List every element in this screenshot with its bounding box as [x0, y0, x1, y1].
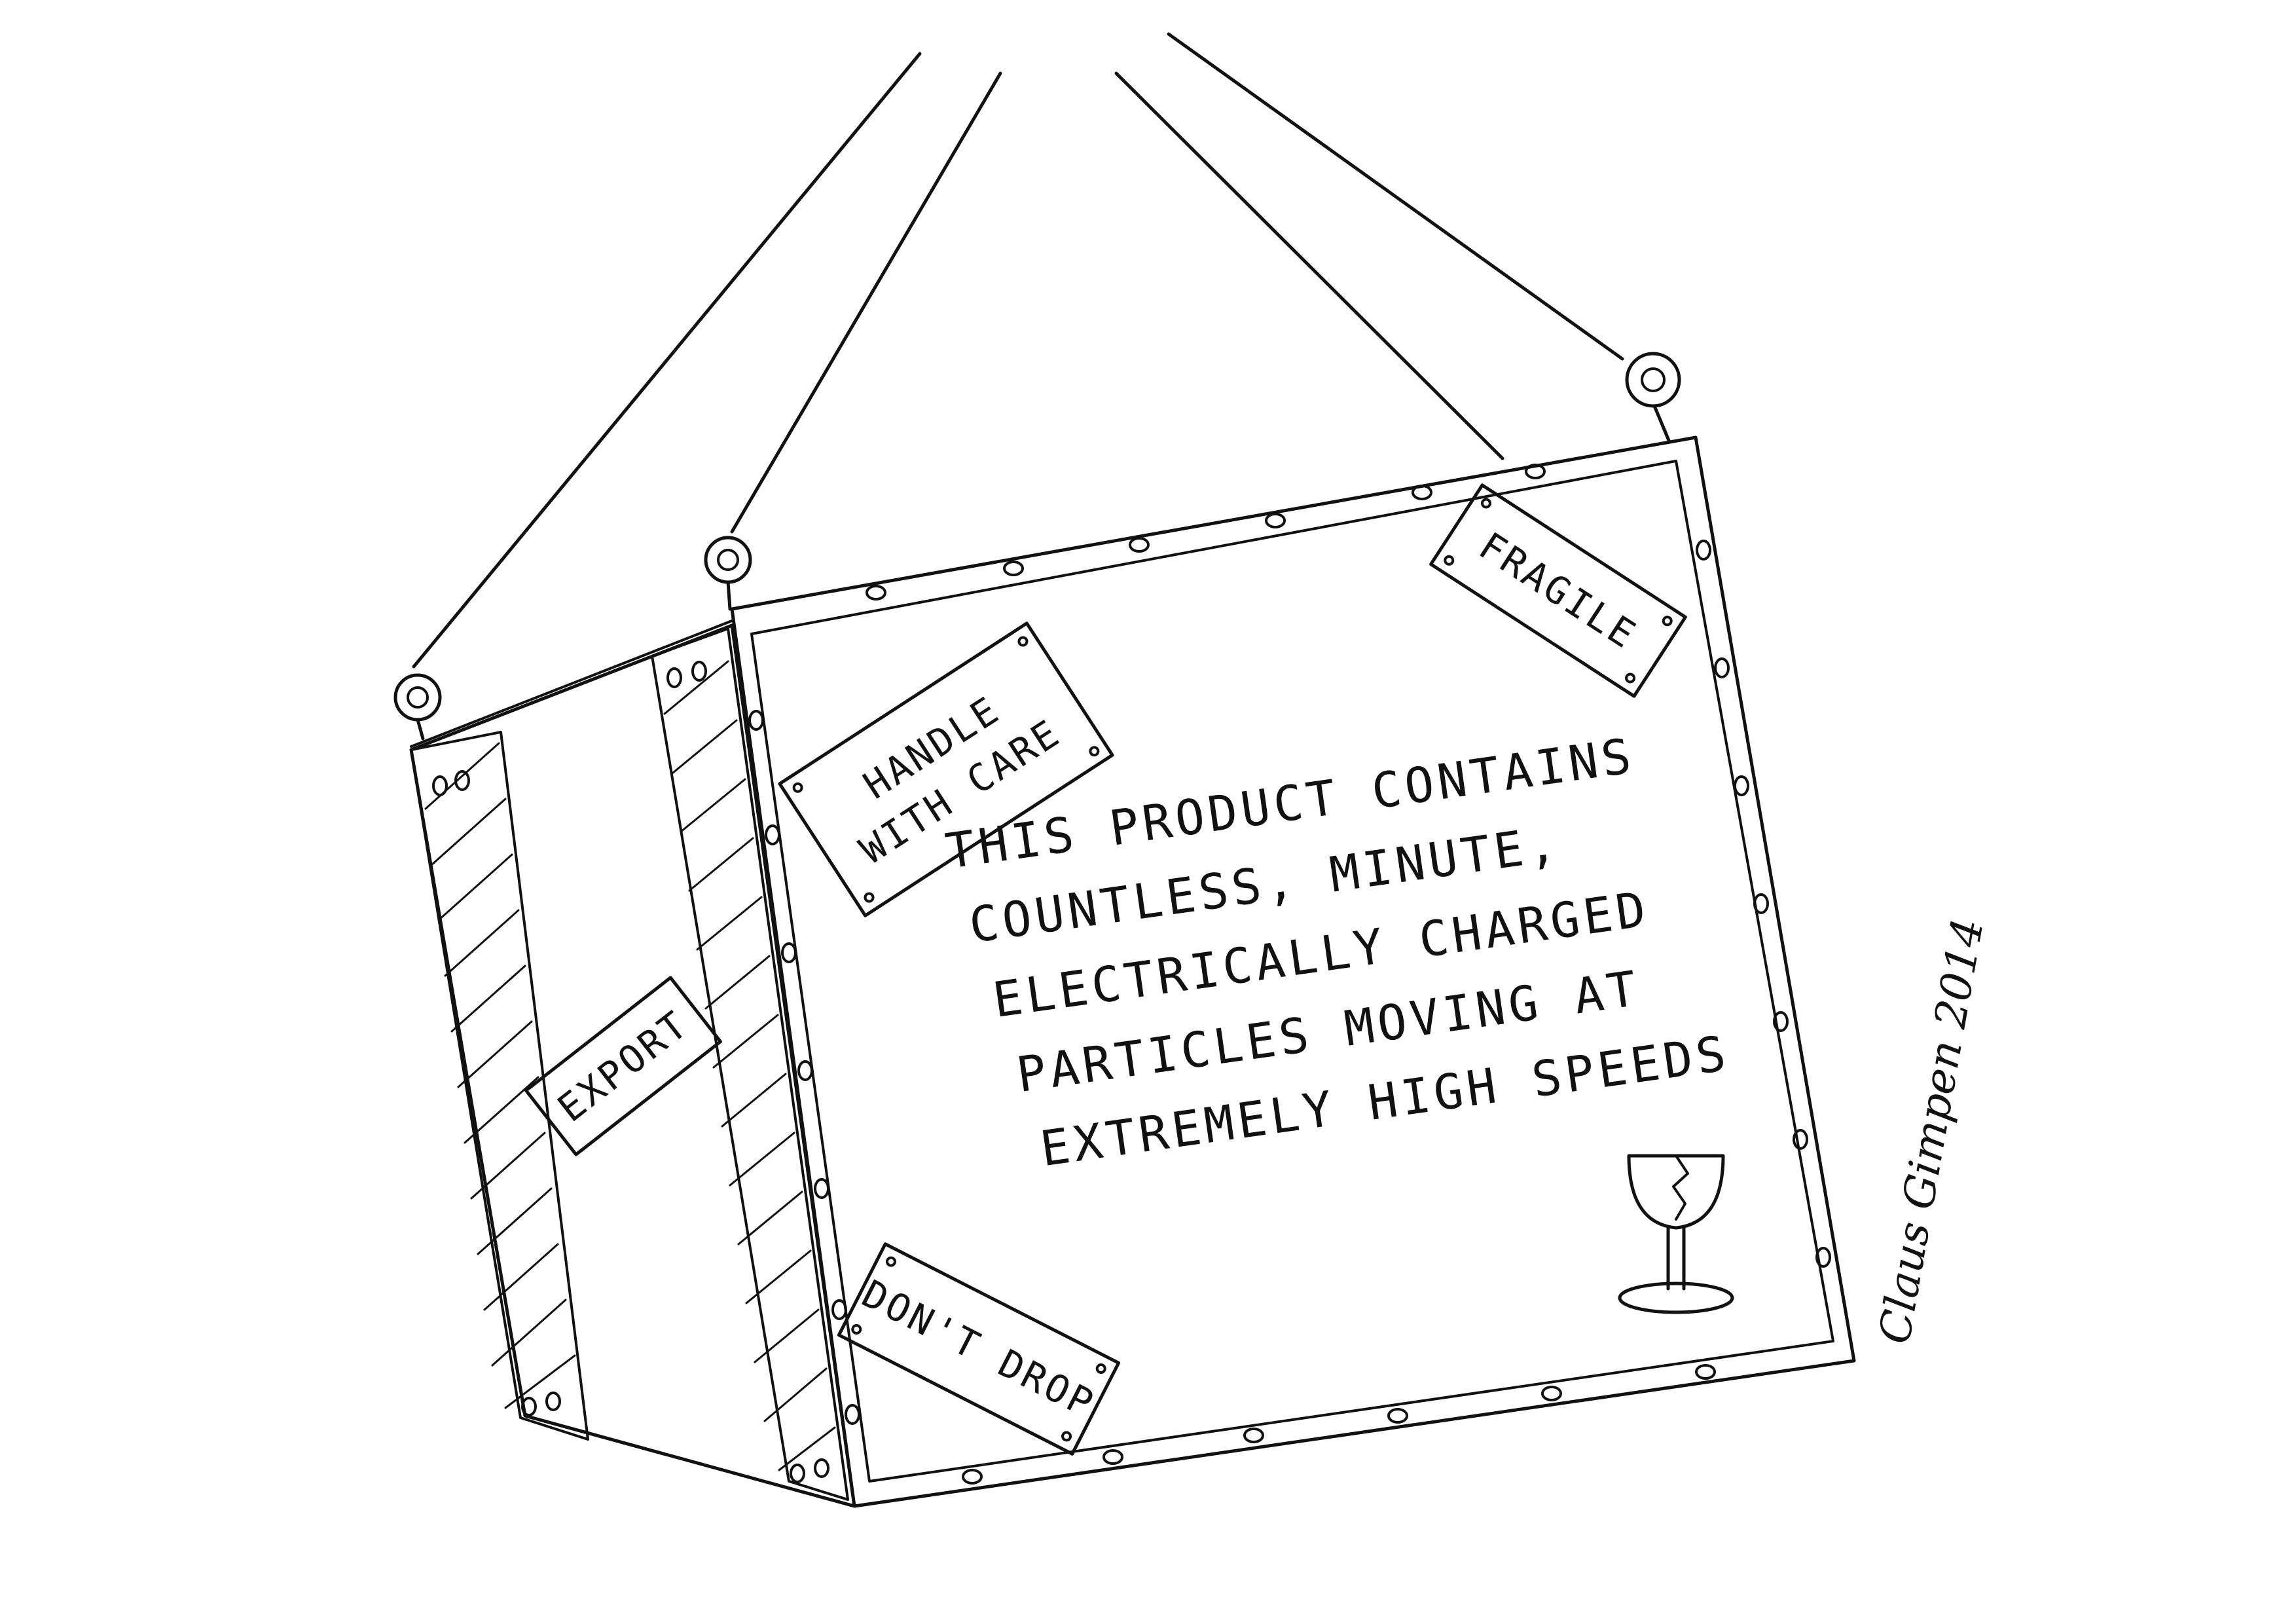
eye-bolt-middle-icon — [704, 536, 752, 611]
front-rivets — [748, 464, 1831, 1485]
export-label-text: EXPORT — [549, 1001, 697, 1130]
export-label: EXPORT — [524, 976, 722, 1156]
ropes — [412, 32, 1624, 669]
handle-with-care-label: HANDLE WITH CARE — [778, 621, 1114, 917]
fragile-label: FRAGILE — [1429, 483, 1687, 698]
signature-text: Claus Gimpen 2014 — [1869, 915, 1994, 1348]
side-strip-hatching — [424, 660, 836, 1471]
signature: Claus Gimpen 2014 — [1869, 915, 1994, 1348]
dont-drop-label: DON'T DROP — [837, 1242, 1121, 1456]
broken-glass-icon — [1618, 1154, 1734, 1314]
crate-front-face — [730, 435, 1856, 1508]
eye-bolt-right-icon — [1625, 352, 1681, 444]
dont-drop-label-text: DON'T DROP — [855, 1271, 1102, 1426]
eye-bolt-left-icon — [393, 673, 442, 741]
fragile-label-text: FRAGILE — [1471, 523, 1645, 657]
side-rivets — [432, 661, 829, 1483]
